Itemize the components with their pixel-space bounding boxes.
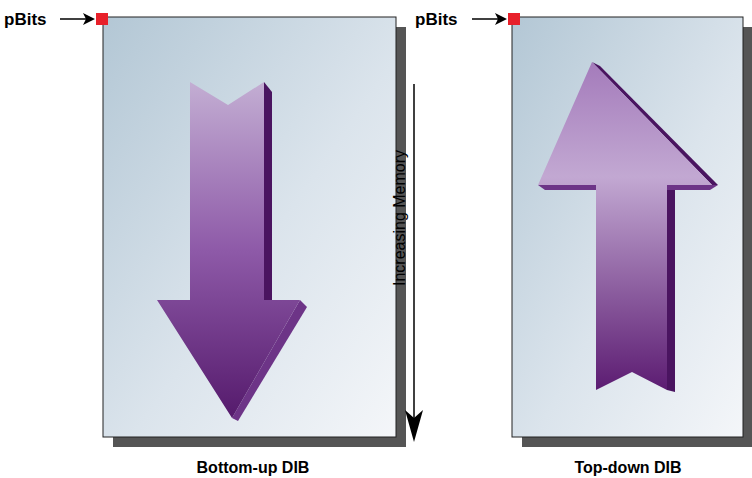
pointer-label: pBits	[4, 11, 47, 28]
panel-caption: Bottom-up DIB	[197, 460, 310, 476]
pointer-head	[83, 13, 95, 25]
panel-caption: Top-down DIB	[574, 460, 681, 476]
up-arrow	[538, 62, 712, 390]
pointer-line	[60, 18, 86, 20]
pointer-head	[495, 13, 507, 25]
arrow-side	[667, 185, 675, 392]
memory-axis-head	[405, 410, 423, 442]
arrow-side	[264, 82, 272, 305]
dib-panel	[512, 17, 743, 437]
pointer-marker	[96, 13, 108, 25]
pointer-line	[472, 18, 498, 20]
pointer-marker	[508, 13, 520, 25]
pointer-label: pBits	[415, 11, 458, 28]
axis-label: Increasing Memory	[392, 150, 408, 286]
dib-panel	[103, 17, 396, 437]
down-arrow	[157, 82, 300, 418]
memory-axis	[413, 84, 415, 420]
